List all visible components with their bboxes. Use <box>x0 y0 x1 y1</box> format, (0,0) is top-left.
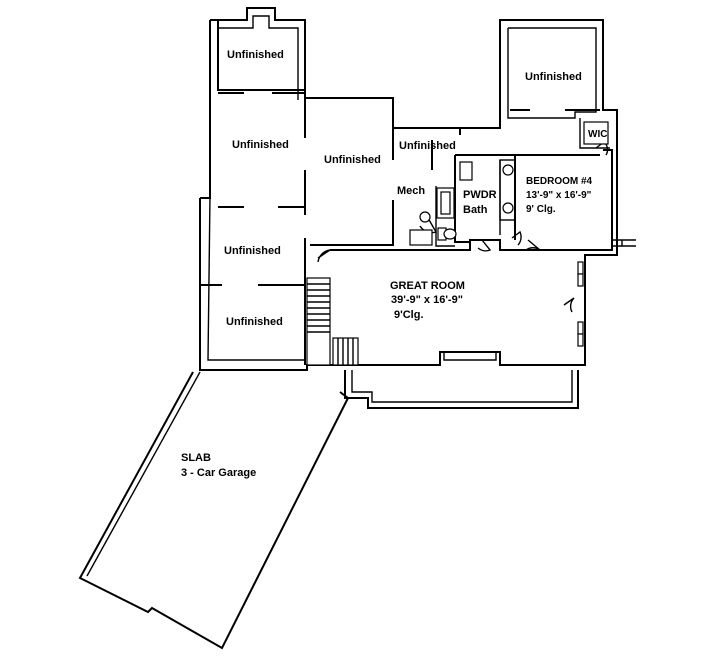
inner-wall-west <box>207 194 304 361</box>
bedroom-dimensions: 13'-9" x 16'-9" <box>526 190 592 201</box>
outer-wall <box>199 7 618 371</box>
vanity-sink-2-icon <box>502 202 514 214</box>
toilet-icon <box>443 228 457 240</box>
stair-landing <box>332 337 359 366</box>
room-label-great-room: GREAT ROOM <box>390 280 465 292</box>
inner-wall-north <box>218 15 299 100</box>
inner-wall-northeast <box>507 27 597 119</box>
bath-fixtures <box>409 121 609 246</box>
stair-run <box>306 277 331 366</box>
garage-label-slab: SLAB <box>181 452 211 464</box>
rear-patio <box>344 370 579 409</box>
room-label-unfinished-2: Unfinished <box>525 71 582 83</box>
closet-wall <box>579 118 610 149</box>
room-label-unfinished-3: Unfinished <box>232 139 289 151</box>
garage-label-name: 3 - Car Garage <box>181 467 256 479</box>
exterior-stoop <box>612 239 636 247</box>
outer-wall-west <box>200 20 211 199</box>
sink-icon <box>459 161 473 181</box>
room-label-bath: Bath <box>463 204 488 216</box>
bedroom-ceiling: 9' Clg. <box>526 204 556 215</box>
great-room-north-wall <box>330 149 613 251</box>
great-room-dimensions: 39'-9" x 16'-9" <box>391 294 463 306</box>
rear-patio-inner <box>351 370 573 403</box>
room-label-bedroom: BEDROOM #4 <box>526 176 593 187</box>
room-label-wic: WIC <box>588 129 607 140</box>
great-room-ceiling: 9'Clg. <box>394 309 424 321</box>
room-label-mech: Mech <box>397 185 425 197</box>
room-label-unfinished-1: Unfinished <box>227 49 284 61</box>
windows <box>577 261 584 347</box>
vanity-sink-1-icon <box>502 164 514 176</box>
garage-slab-inner <box>86 371 201 577</box>
partition-11 <box>310 200 394 246</box>
room-label-unfinished-7: Unfinished <box>226 316 283 328</box>
garage-slab <box>78 371 350 650</box>
room-label-unfinished-4: Unfinished <box>324 154 381 166</box>
room-label-pwdr: PWDR <box>463 189 497 201</box>
room-label-unfinished-5: Unfinished <box>399 140 456 152</box>
sump-icon <box>419 211 431 223</box>
room-label-unfinished-6: Unfinished <box>224 245 281 257</box>
water-heater-icon <box>409 229 433 246</box>
stairs <box>306 277 359 366</box>
great-room-bump <box>443 352 497 361</box>
